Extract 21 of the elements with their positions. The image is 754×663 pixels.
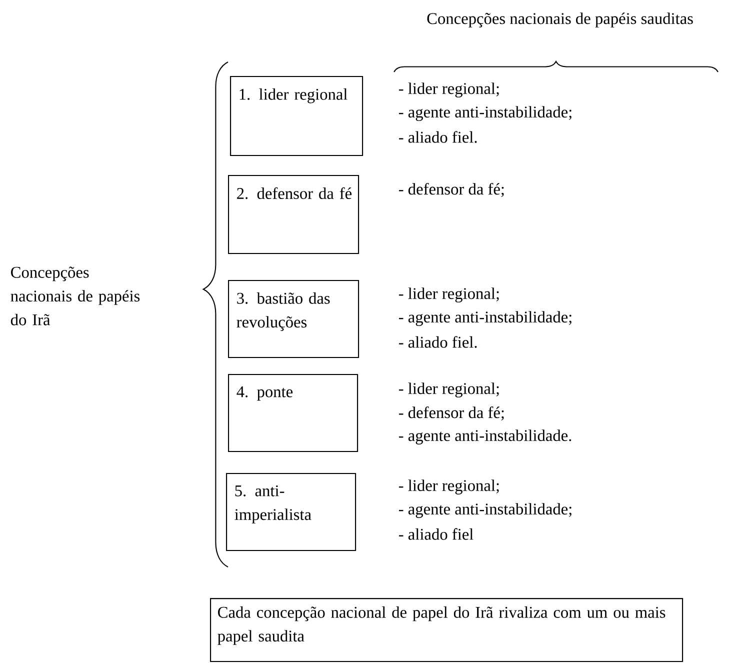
list-item: - lider regional;	[398, 480, 499, 494]
list-item: - defensor da fé;	[398, 406, 504, 420]
list-item: - agente anti-instabilidade;	[398, 311, 572, 326]
role-box: 3. bastião das revoluções	[228, 280, 360, 358]
role-box: 1. lider regional	[230, 76, 364, 156]
list-item: - agente anti-instabilidade;	[398, 106, 572, 121]
list-item: - lider regional;	[398, 82, 499, 98]
note-box: Cada concepção nacional de papel do Irã rivaliza com um ou mais papel saudita	[210, 598, 684, 662]
list-item: - agente anti-instabilidade;	[398, 503, 572, 518]
list-item: - aliado fiel.	[398, 131, 477, 143]
heading: Concepções nacionais de papéis sauditas	[427, 12, 693, 28]
list-item: - defensor da fé;	[398, 182, 504, 197]
role-box: 5. anti- imperialista	[226, 473, 356, 552]
list-item: - aliado fiel.	[398, 336, 477, 348]
list-item: - lider regional;	[398, 288, 499, 302]
list-item: - agente anti-instabilidade.	[398, 430, 572, 444]
side-label: Concepções nacionais de papéis do Irã	[10, 266, 140, 326]
list-item: - aliado fiel	[398, 528, 474, 540]
list-item: - lider regional;	[398, 382, 499, 398]
role-box: 2. defensor da fé	[228, 175, 360, 254]
role-box: 4. ponte	[228, 374, 358, 452]
